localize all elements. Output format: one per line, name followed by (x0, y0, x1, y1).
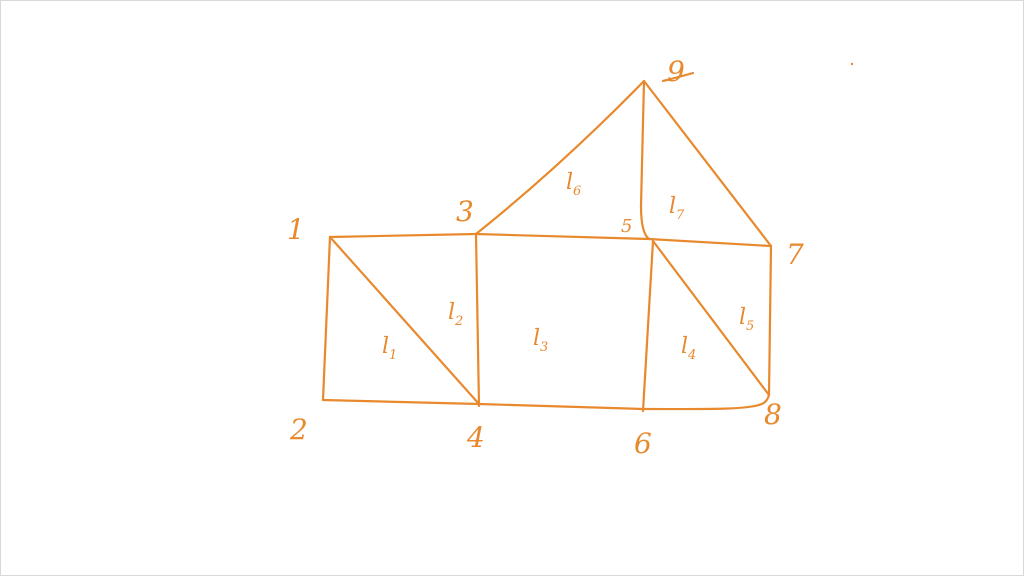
edge-9-5 (639, 79, 651, 241)
edge-7-8 (767, 244, 773, 397)
edge-4-6 (477, 402, 645, 411)
element-label-l5: l5 (739, 305, 754, 334)
node-label-8: 8 (764, 398, 782, 431)
element-label-l3: l3 (533, 326, 548, 355)
ink-dot (850, 62, 854, 66)
element-label-l2: l2 (448, 300, 463, 329)
element-labels: l1 l2 l3 l4 l5 l6 l7 (382, 170, 754, 363)
element-label-l4: l4 (681, 334, 696, 363)
edge-9-7 (642, 79, 773, 248)
node-label-1: 1 (287, 213, 305, 246)
element-label-l6: l6 (566, 170, 581, 199)
node-9-tail (661, 71, 695, 83)
node-label-3: 3 (456, 195, 474, 228)
node-label-4: 4 (466, 421, 485, 454)
node-label-9: 9 (667, 55, 685, 88)
edge-5-8 (651, 239, 771, 397)
node-labels: 1 2 3 4 5 6 7 8 9 (287, 55, 804, 460)
node-label-2: 2 (289, 413, 308, 446)
edge-1-3 (328, 232, 478, 239)
edge-3-9 (474, 79, 646, 236)
edge-3-5 (474, 232, 651, 241)
edge-2-4 (321, 398, 481, 406)
edge-3-4 (474, 232, 481, 408)
node-label-7: 7 (786, 238, 804, 271)
edge-1-2 (321, 235, 332, 402)
element-label-l7: l7 (669, 194, 685, 223)
element-label-l1: l1 (382, 334, 397, 363)
edge-5-7 (647, 237, 773, 248)
edge-6-8 (641, 393, 771, 411)
mesh-edges (321, 71, 773, 413)
node-label-6: 6 (634, 427, 652, 460)
node-label-5: 5 (621, 216, 632, 237)
edge-5-6 (641, 239, 655, 413)
edge-1-4 (328, 235, 481, 406)
